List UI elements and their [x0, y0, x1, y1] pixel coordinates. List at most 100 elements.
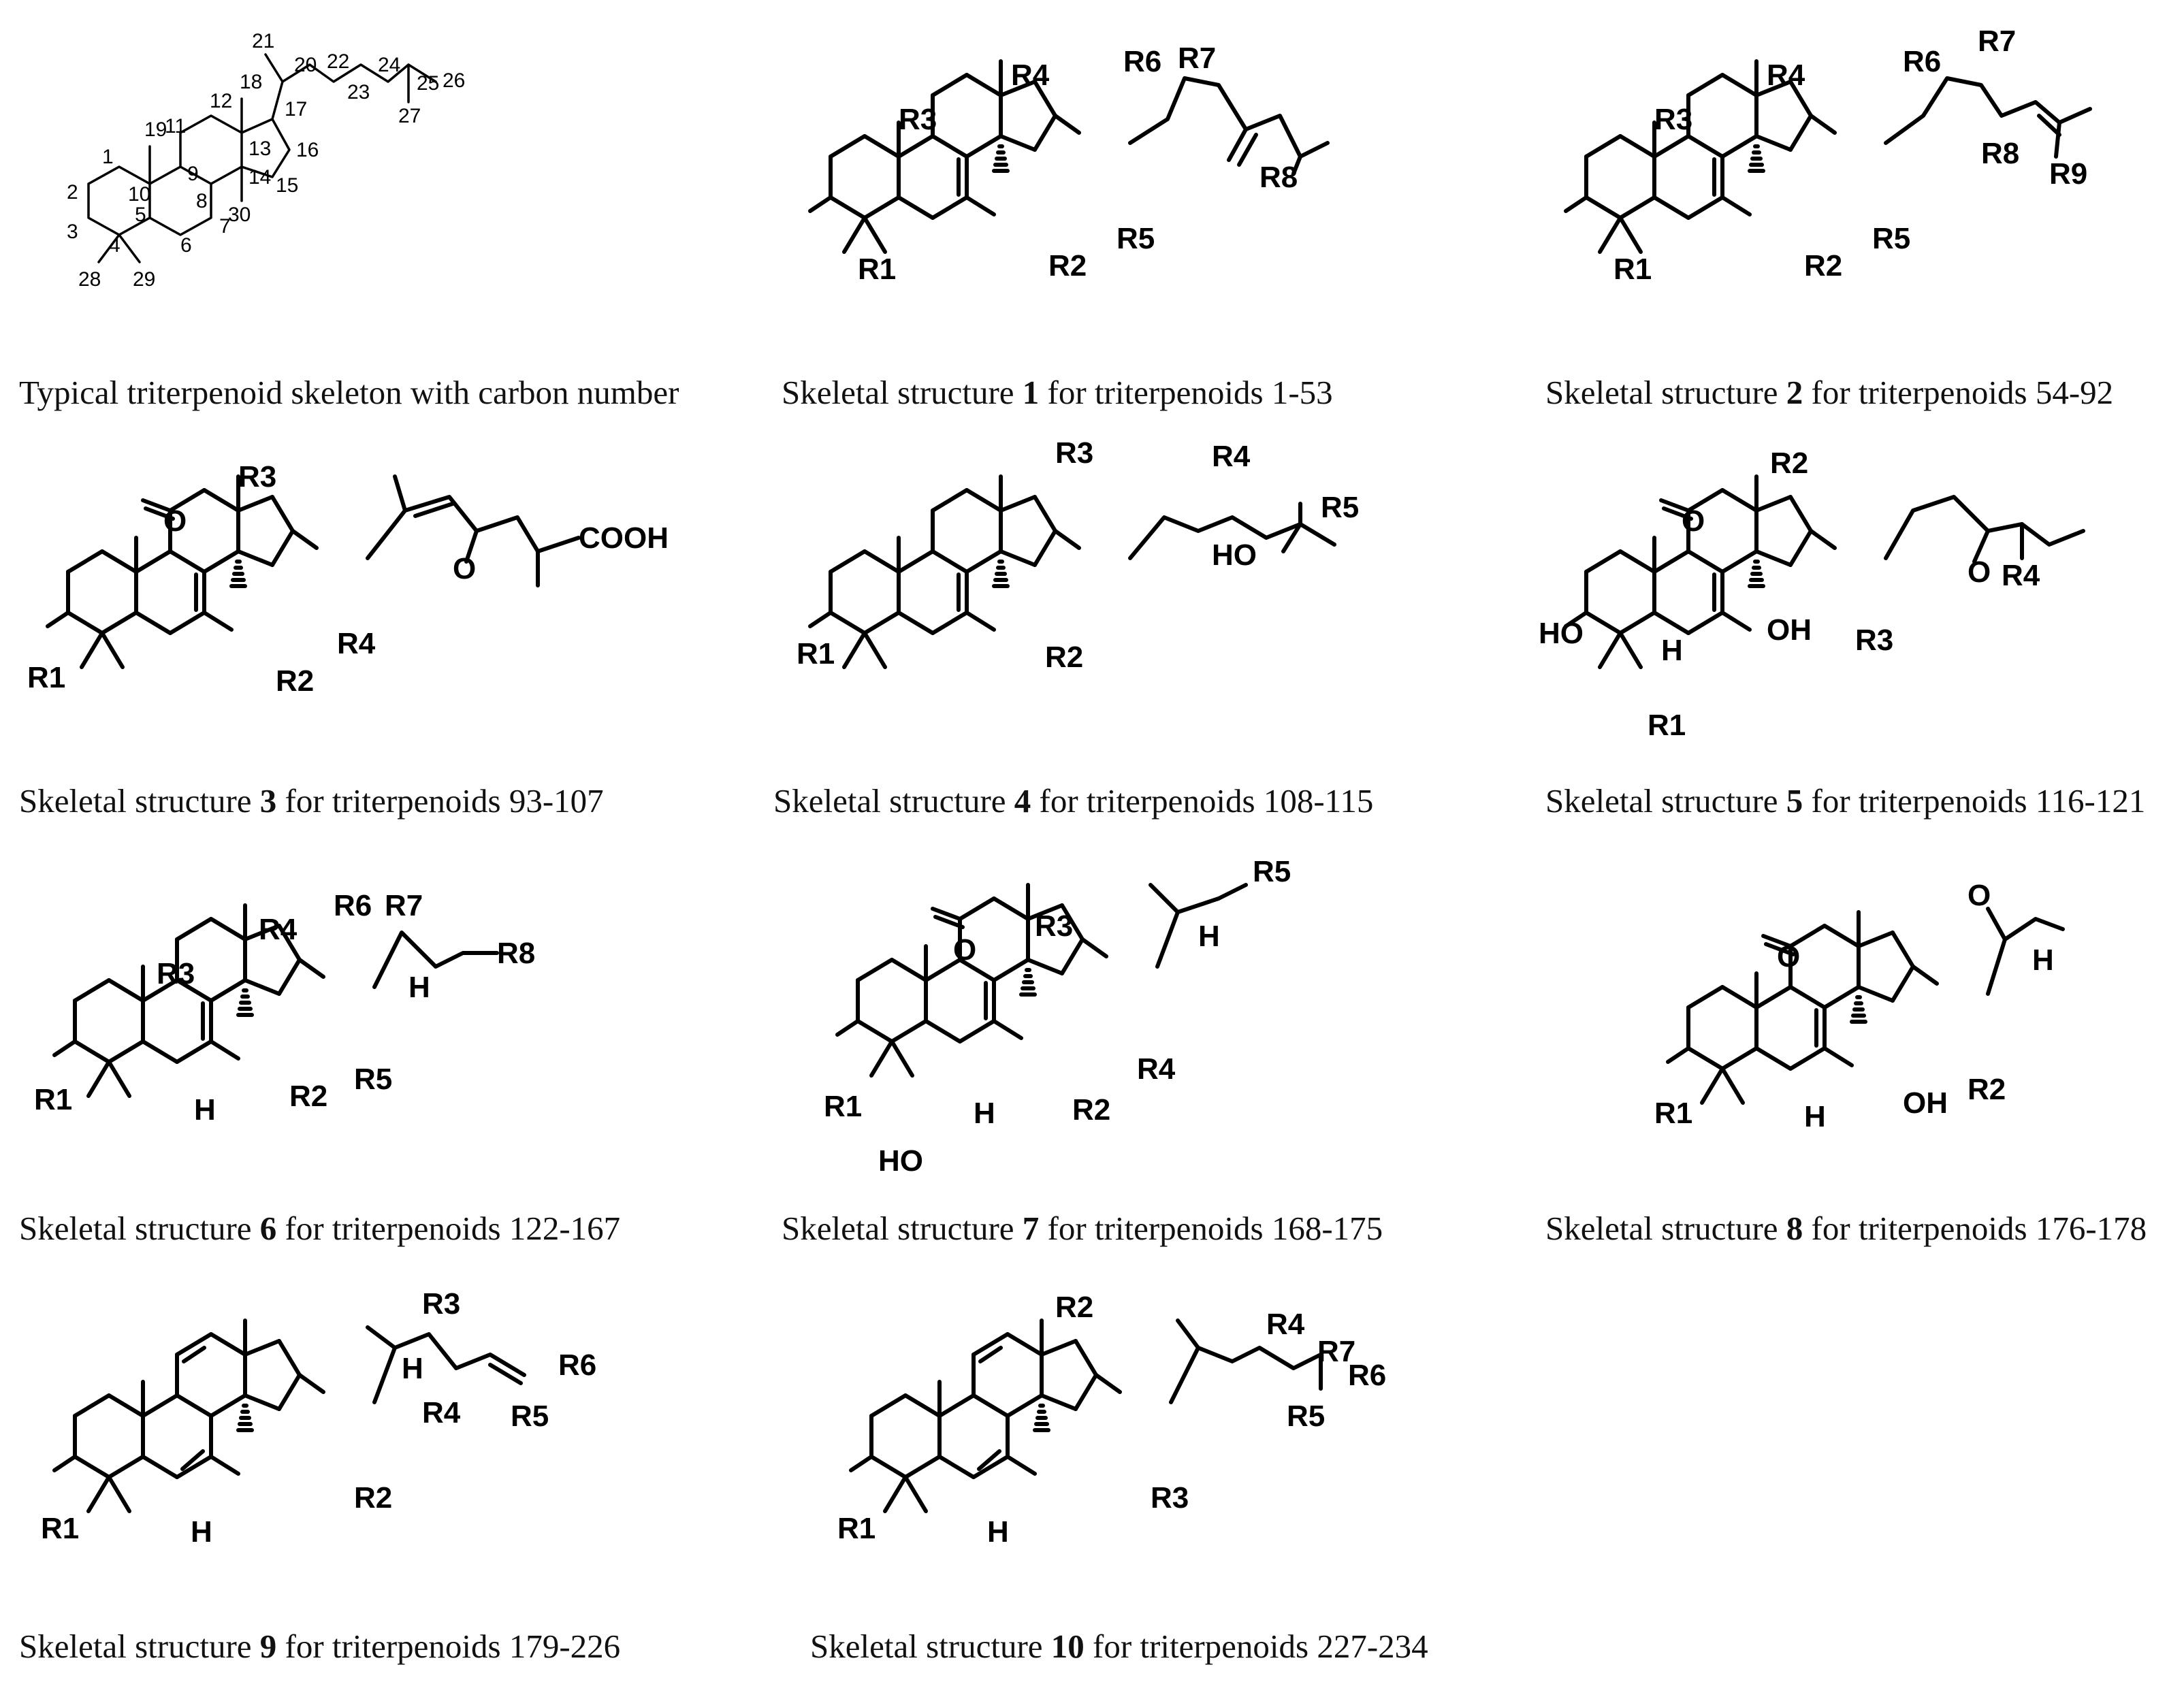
- bond-line: [107, 1393, 145, 1418]
- caption-suffix: for triterpenoids 1-53: [1039, 374, 1333, 411]
- r3-label: R3: [157, 957, 195, 990]
- bond-line: [107, 978, 145, 1003]
- core: [1564, 474, 1837, 669]
- hydroxyl-label: HO: [1212, 538, 1257, 572]
- r4-label: R4: [259, 913, 298, 946]
- r5-label: R5: [354, 1063, 392, 1096]
- r3-label: R3: [1055, 436, 1093, 470]
- carbon-number: 17: [285, 98, 307, 120]
- bond-line: [1720, 73, 1759, 97]
- hydroxyl-label: OH: [1767, 613, 1812, 647]
- carbonyl-line: [931, 907, 962, 921]
- caption-prefix: Skeletal structure: [782, 1210, 1023, 1247]
- caption-suffix: for triterpenoids 116-121: [1803, 782, 2146, 820]
- carbon-number: 4: [109, 234, 121, 257]
- r6-label: R6: [1123, 45, 1161, 78]
- bond-line: [931, 611, 969, 635]
- bond-line: [1564, 611, 1588, 628]
- bond-line: [1618, 631, 1643, 669]
- bond-line: [175, 1455, 213, 1479]
- bond-line: [175, 1393, 213, 1418]
- bond-line: [1053, 114, 1081, 135]
- bond-line: [999, 80, 1037, 97]
- bond-line: [958, 958, 996, 982]
- bond-line: [141, 1393, 179, 1418]
- r4-label: R4: [2002, 559, 2040, 592]
- bond-line: [971, 1393, 1010, 1418]
- bond-line: [829, 611, 867, 635]
- hydrogen-label: H: [2032, 943, 2054, 977]
- bond-line: [1857, 985, 1895, 1003]
- oxo-label: O: [1968, 555, 1991, 589]
- bond-line: [842, 631, 867, 669]
- oxo-label: O: [1777, 940, 1800, 973]
- bond-line: [86, 1060, 111, 1098]
- structure-7-diagram: R1 R2 R3 R4 R5 O H H HO: [824, 855, 1291, 1178]
- bond-line: [1598, 216, 1622, 254]
- panel-structure-3: R1 R2 R3 R4 O O COOH: [14, 436, 681, 728]
- caption-prefix: Skeletal structure: [782, 374, 1023, 411]
- bond-line: [1686, 1046, 1724, 1071]
- bond-line: [1754, 80, 1793, 97]
- r6-label: R6: [334, 889, 372, 922]
- caption-suffix: for triterpenoids 93-107: [276, 782, 604, 820]
- panel-structure-5: R1 R2 R3 R4 O O HO H OH: [1532, 436, 2158, 742]
- bond-line: [277, 958, 302, 996]
- bond-line: [965, 195, 996, 216]
- bond-line: [141, 1039, 179, 1064]
- caption-suffix: for triterpenoids 122-167: [276, 1210, 621, 1247]
- bond-line: [236, 549, 274, 567]
- carbonyl-line: [1761, 934, 1793, 948]
- bond-line: [1788, 529, 1813, 567]
- bond-line: [937, 1455, 976, 1479]
- bond-line: [1006, 1455, 1037, 1476]
- bond-line: [903, 1455, 942, 1479]
- r6-label: R6: [1903, 45, 1941, 78]
- caption-number: 8: [1786, 1210, 1803, 1247]
- bond-line: [202, 611, 234, 632]
- bond-line: [890, 1019, 928, 1044]
- bond-line: [107, 1455, 145, 1479]
- carbon-number: 2: [67, 181, 78, 204]
- bond-line: [134, 611, 172, 635]
- caption-suffix: for triterpenoids 108-115: [1031, 782, 1374, 820]
- structure-10-diagram: R1 R2 R3 R4 R5 R6 R7 H: [837, 1291, 1386, 1549]
- bond-line: [1053, 529, 1081, 550]
- panel-structure-7: R1 R2 R3 R4 R5 O H H HO: [803, 844, 1416, 1184]
- bond-line: [1720, 195, 1752, 216]
- r3-label: R3: [1035, 909, 1073, 943]
- bond-line: [277, 1339, 302, 1377]
- bond-line: [999, 549, 1037, 567]
- caption-structure-2: Skeletal structure 2 for triterpenoids 5…: [1545, 373, 2113, 412]
- r8-label: R8: [1981, 137, 2019, 170]
- bond-line: [924, 1019, 962, 1044]
- bond-line: [869, 1393, 908, 1418]
- caption-typical: Typical triterpenoid skeleton with carbo…: [19, 373, 679, 412]
- bond-line: [1754, 495, 1793, 513]
- r9-label: R9: [2049, 157, 2087, 191]
- bond-line: [931, 549, 969, 574]
- structure-8-diagram: R1 R2 O O H H OH: [1654, 879, 2065, 1133]
- r1-label: R1: [797, 637, 835, 670]
- bond-line: [965, 488, 1003, 513]
- r8-label: R8: [1259, 161, 1298, 194]
- hydrogen-label: H: [194, 1093, 216, 1127]
- bond-line: [243, 978, 281, 996]
- bond-line: [1584, 195, 1622, 220]
- caption-number: 5: [1786, 782, 1803, 820]
- bond-line: [298, 958, 325, 979]
- hydroxyl-label: HO: [1539, 617, 1584, 650]
- bond-line: [863, 195, 901, 220]
- r3-label: R3: [1654, 103, 1692, 136]
- carbon-number: 12: [210, 90, 232, 112]
- bond-line: [175, 1039, 213, 1064]
- panel-structure-4: R1 R2 R3 R4 R5 HO: [776, 436, 1402, 728]
- cooh-label: COOH: [579, 521, 669, 555]
- hydroxyl-label: OH: [1903, 1086, 1948, 1120]
- r1-label: R1: [1648, 709, 1686, 742]
- carbon-number: 8: [196, 190, 208, 212]
- hydrogen-label: H: [1661, 634, 1683, 667]
- bond-line: [202, 488, 240, 513]
- bond-line: [1584, 549, 1622, 574]
- caption-number: 4: [1014, 782, 1031, 820]
